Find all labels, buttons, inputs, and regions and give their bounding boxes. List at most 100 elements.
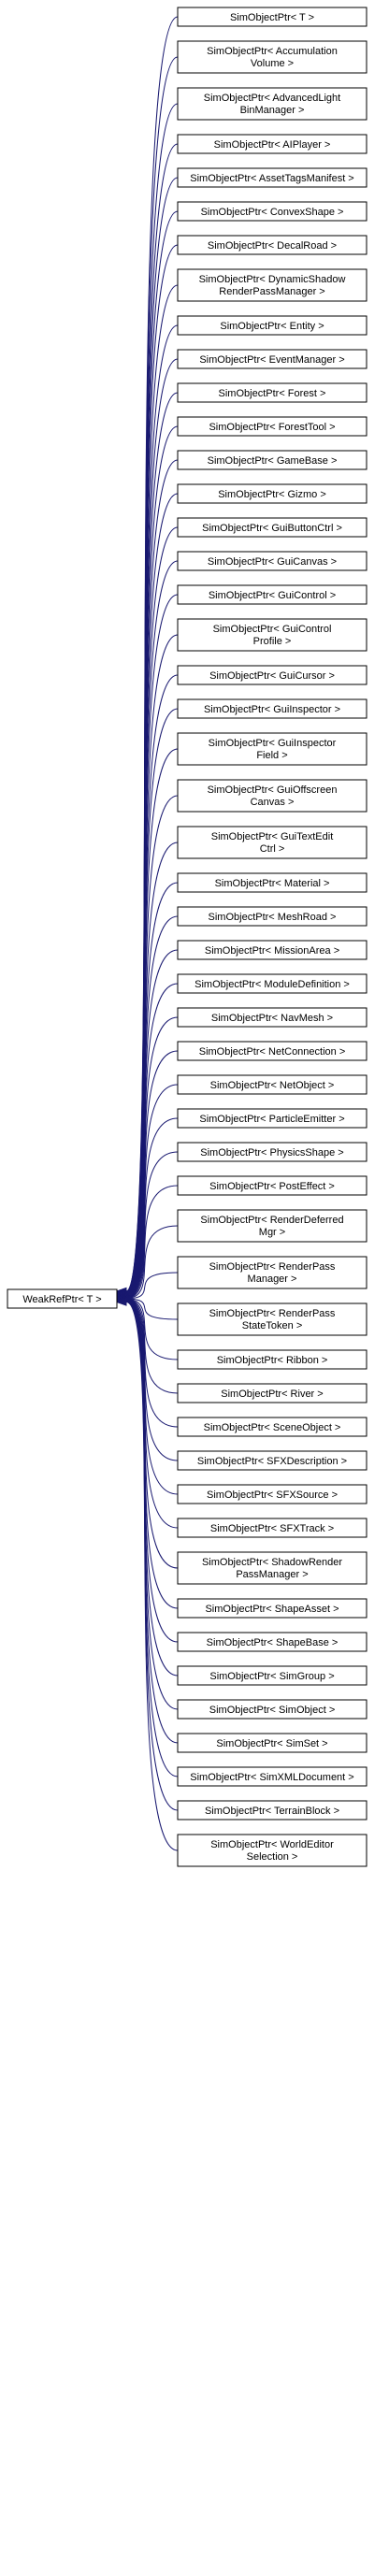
derived-class-node[interactable]: SimObjectPtr< T > <box>177 7 367 27</box>
base-class-node[interactable]: WeakRefPtr< T > <box>7 1288 118 1309</box>
derived-class-node[interactable]: SimObjectPtr< AssetTagsManifest > <box>177 167 367 188</box>
derived-class-node[interactable]: SimObjectPtr< SimSet > <box>177 1733 367 1753</box>
inheritance-edge <box>125 1300 179 1677</box>
inheritance-edge <box>125 16 179 1292</box>
derived-class-node[interactable]: SimObjectPtr< TerrainBlock > <box>177 1800 367 1820</box>
derived-class-node[interactable]: SimObjectPtr< Material > <box>177 872 367 893</box>
derived-class-label: SimObjectPtr< SFXTrack > <box>210 1523 334 1534</box>
derived-class-box <box>177 1041 367 1061</box>
derived-class-node[interactable]: SimObjectPtr< EventManager > <box>177 349 367 369</box>
inheritance-edge <box>125 1302 179 1851</box>
derived-class-node[interactable]: SimObjectPtr< SFXDescription > <box>177 1450 367 1471</box>
derived-class-node[interactable]: SimObjectPtr< ShapeAsset > <box>177 1598 367 1619</box>
derived-class-label: Selection > <box>247 1851 298 1863</box>
derived-class-node[interactable]: SimObjectPtr< SFXSource > <box>177 1484 367 1504</box>
derived-class-box <box>177 1699 367 1720</box>
derived-class-box <box>177 40 367 74</box>
derived-class-node[interactable]: SimObjectPtr< GameBase > <box>177 450 367 470</box>
derived-class-label: Ctrl > <box>260 843 285 855</box>
derived-class-label: SimObjectPtr< AIPlayer > <box>214 139 331 151</box>
derived-class-box <box>177 517 367 538</box>
inheritance-edge <box>125 1301 179 1811</box>
derived-class-node[interactable]: SimObjectPtr< Gizmo > <box>177 483 367 504</box>
derived-class-node[interactable]: SimObjectPtr< SimGroup > <box>177 1665 367 1686</box>
derived-class-box <box>177 1142 367 1162</box>
derived-class-node[interactable]: SimObjectPtr< AIPlayer > <box>177 134 367 154</box>
inheritance-edge <box>125 177 179 1293</box>
derived-class-node[interactable]: SimObjectPtr< GuiInspector > <box>177 698 367 719</box>
derived-class-label: SimObjectPtr< PostEffect > <box>209 1181 335 1192</box>
derived-class-box <box>177 1450 367 1471</box>
derived-class-label: SimObjectPtr< NetObject > <box>210 1080 335 1091</box>
derived-class-node[interactable]: SimObjectPtr< PhysicsShape > <box>177 1142 367 1162</box>
derived-class-box <box>177 315 367 336</box>
derived-class-box <box>177 1349 367 1370</box>
base-class-label: WeakRefPtr< T > <box>22 1294 101 1305</box>
derived-class-label: SimObjectPtr< Gizmo > <box>218 489 326 500</box>
derived-class-node[interactable]: SimObjectPtr< SceneObject > <box>177 1417 367 1437</box>
derived-class-node[interactable]: SimObjectPtr< Entity > <box>177 315 367 336</box>
inheritance-edge <box>125 1050 179 1298</box>
derived-class-node[interactable]: SimObjectPtr< Ribbon > <box>177 1349 367 1370</box>
derived-class-box <box>177 1598 367 1619</box>
derived-class-node[interactable]: SimObjectPtr< ForestTool > <box>177 416 367 437</box>
inheritance-edge <box>125 949 179 1298</box>
derived-class-node[interactable]: SimObjectPtr< River > <box>177 1383 367 1403</box>
derived-class-node[interactable]: SimObjectPtr< ConvexShape > <box>177 201 367 222</box>
derived-class-node[interactable]: SimObjectPtr< ModuleDefinition > <box>177 973 367 994</box>
derived-class-node[interactable]: SimObjectPtr< DynamicShadowRenderPassMan… <box>177 268 367 302</box>
derived-class-box <box>177 1417 367 1437</box>
derived-class-node[interactable]: SimObjectPtr< SFXTrack > <box>177 1518 367 1538</box>
derived-class-node[interactable]: SimObjectPtr< DecalRoad > <box>177 235 367 255</box>
derived-class-node[interactable]: SimObjectPtr< NetObject > <box>177 1074 367 1095</box>
derived-class-node[interactable]: SimObjectPtr< ParticleEmitter > <box>177 1108 367 1129</box>
derived-class-box <box>177 1484 367 1504</box>
derived-class-node[interactable]: SimObjectPtr< PostEffect > <box>177 1175 367 1196</box>
derived-class-node[interactable]: SimObjectPtr< Forest > <box>177 382 367 403</box>
inheritance-edge <box>125 1016 179 1298</box>
derived-class-node[interactable]: SimObjectPtr< MeshRoad > <box>177 906 367 927</box>
derived-class-label: SimObjectPtr< NavMesh > <box>211 1013 333 1024</box>
inheritance-edge <box>125 1151 179 1299</box>
derived-class-box <box>177 1108 367 1129</box>
derived-class-node[interactable]: SimObjectPtr< GuiCanvas > <box>177 551 367 571</box>
inheritance-edge <box>125 1300 179 1609</box>
derived-class-node[interactable]: SimObjectPtr< MissionArea > <box>177 940 367 960</box>
derived-class-box <box>177 1733 367 1753</box>
derived-class-label: SimObjectPtr< GuiControl <box>213 624 332 635</box>
derived-class-label: SimObjectPtr< ShapeBase > <box>207 1637 339 1648</box>
derived-class-box <box>177 973 367 994</box>
derived-class-box <box>177 1551 367 1585</box>
inheritance-edge <box>125 1299 179 1529</box>
derived-class-box <box>177 201 367 222</box>
derived-class-label: Mgr > <box>259 1227 285 1238</box>
derived-class-node[interactable]: SimObjectPtr< SimObject > <box>177 1699 367 1720</box>
derived-class-label: SimObjectPtr< Material > <box>215 878 330 889</box>
inheritance-edge <box>125 882 179 1297</box>
derived-class-node[interactable]: SimObjectPtr< NavMesh > <box>177 1007 367 1028</box>
derived-class-node[interactable]: SimObjectPtr< GuiButtonCtrl > <box>177 517 367 538</box>
derived-class-label: SimObjectPtr< ParticleEmitter > <box>199 1114 344 1125</box>
inheritance-edges <box>115 16 179 1851</box>
derived-class-node[interactable]: SimObjectPtr< SimXMLDocument > <box>177 1766 367 1787</box>
inheritance-edge <box>125 1272 179 1300</box>
derived-class-node[interactable]: SimObjectPtr< ShapeBase > <box>177 1632 367 1652</box>
inheritance-edge <box>125 1299 179 1495</box>
derived-class-node[interactable]: SimObjectPtr< GuiCursor > <box>177 665 367 685</box>
derived-class-box <box>177 1256 367 1289</box>
derived-class-node[interactable]: SimObjectPtr< GuiControl > <box>177 584 367 605</box>
derived-class-label: Manager > <box>248 1274 297 1285</box>
derived-class-node[interactable]: SimObjectPtr< RenderPassManager > <box>177 1256 367 1289</box>
derived-class-node[interactable]: SimObjectPtr< NetConnection > <box>177 1041 367 1061</box>
